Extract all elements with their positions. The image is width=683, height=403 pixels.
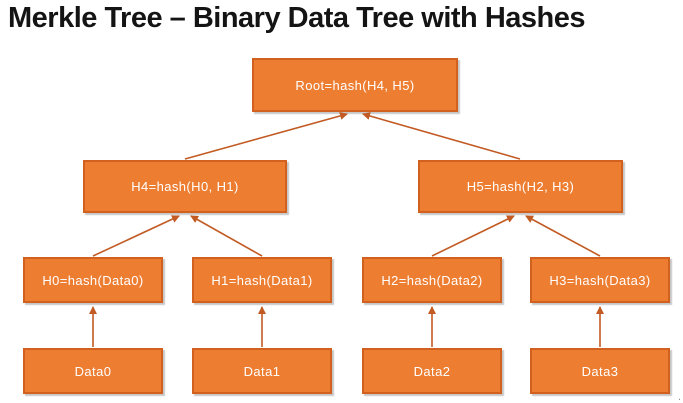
node-h4: H4=hash(H0, H1): [83, 160, 287, 213]
arrow-h5-to-root: [362, 112, 521, 160]
arrow-h3-to-h5: [525, 215, 601, 257]
arrow-h0-to-h4: [92, 215, 180, 257]
node-h2: H2=hash(Data2): [362, 257, 502, 303]
arrow-h4-to-root: [184, 112, 348, 160]
arrow-h2-to-h5: [431, 215, 515, 257]
page-title: Merkle Tree – Binary Data Tree with Hash…: [8, 2, 586, 34]
node-h0: H0=hash(Data0): [23, 257, 163, 303]
node-root: Root=hash(H4, H5): [252, 58, 458, 112]
arrow-h1-to-h4: [190, 215, 263, 257]
node-data3: Data3: [530, 348, 670, 394]
node-h1: H1=hash(Data1): [192, 257, 332, 303]
node-data0: Data0: [23, 348, 163, 394]
stray-dot: .: [677, 391, 681, 403]
node-h3: H3=hash(Data3): [530, 257, 670, 303]
node-h5: H5=hash(H2, H3): [418, 160, 623, 213]
node-data1: Data1: [192, 348, 332, 394]
node-data2: Data2: [362, 348, 502, 394]
